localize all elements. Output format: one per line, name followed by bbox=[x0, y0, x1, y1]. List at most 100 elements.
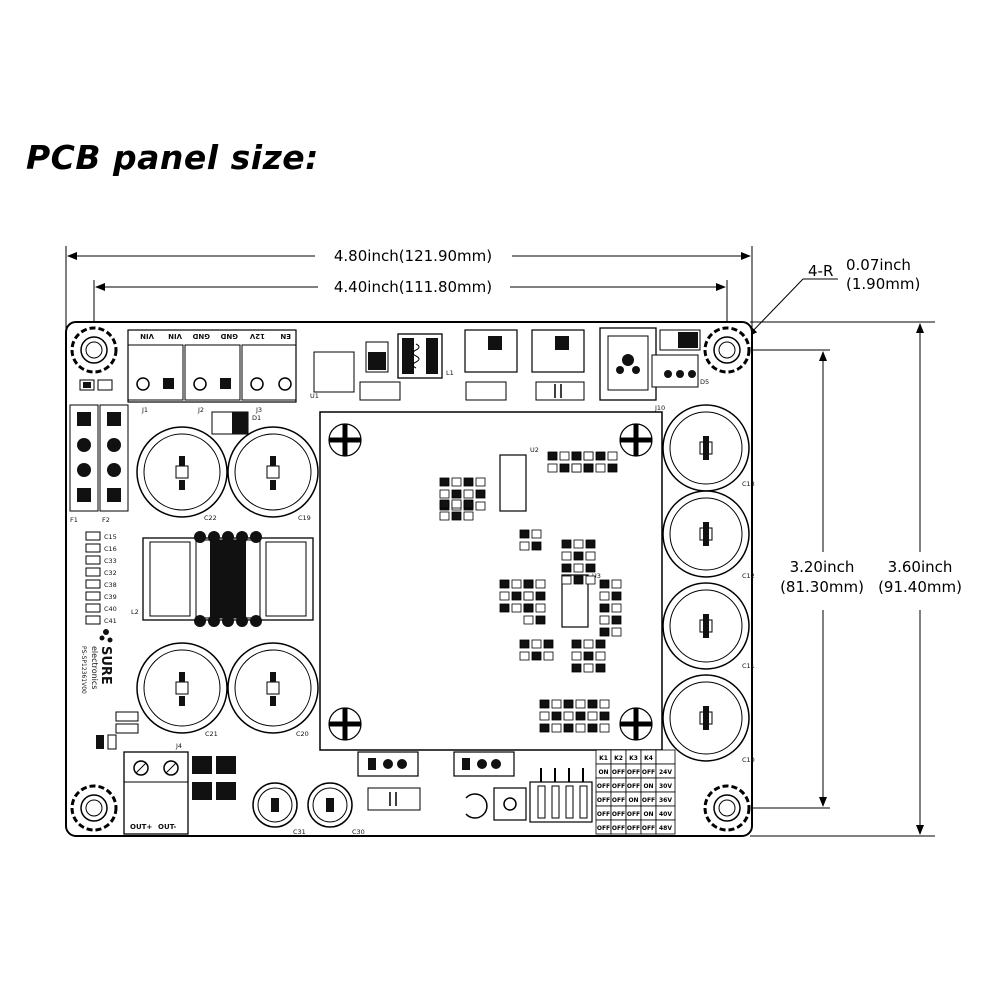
smd-pad bbox=[595, 651, 606, 661]
terminal-label-12v: 12V bbox=[249, 332, 265, 340]
smd-pad bbox=[561, 563, 572, 573]
smd-pad bbox=[571, 463, 582, 473]
switch-table-text: K2 bbox=[614, 755, 623, 762]
corner-radius-leader bbox=[747, 278, 804, 337]
smd-pad bbox=[543, 651, 554, 661]
switch-table-text: OFF bbox=[627, 825, 640, 832]
smd-pad bbox=[585, 563, 596, 573]
smd-pad bbox=[439, 477, 450, 487]
cap-c20 bbox=[227, 642, 319, 734]
smd-pad bbox=[607, 463, 618, 473]
outer-width-label: 4.80inch(121.90mm) bbox=[334, 247, 492, 265]
label-j10: J10 bbox=[654, 404, 665, 412]
cap-c10 bbox=[662, 674, 750, 762]
smd-pad bbox=[573, 563, 584, 573]
cap-c11 bbox=[662, 582, 750, 670]
switch-table-cell bbox=[655, 819, 676, 835]
smd-pad bbox=[571, 451, 582, 461]
label-f2: F2 bbox=[102, 516, 110, 524]
smd-pad bbox=[583, 663, 594, 673]
corner-label: 4-R bbox=[808, 262, 833, 280]
label-c16: C16 bbox=[104, 545, 117, 553]
smd-pad bbox=[583, 651, 594, 661]
label-c10: C10 bbox=[742, 756, 755, 764]
smd-pad bbox=[439, 499, 450, 509]
fuse-f1 bbox=[69, 404, 99, 512]
switch-table-text: OFF bbox=[642, 797, 655, 804]
smd-pad bbox=[523, 603, 534, 613]
label-u1: U1 bbox=[310, 392, 319, 400]
smd-pad bbox=[587, 699, 598, 709]
switch-table-text: 30V bbox=[659, 783, 672, 790]
smd-pad bbox=[611, 591, 622, 601]
smd-pad bbox=[539, 723, 550, 733]
label-c39: C39 bbox=[104, 593, 117, 601]
smd-pad bbox=[583, 463, 594, 473]
smd-pad bbox=[511, 603, 522, 613]
smd-pad bbox=[463, 511, 474, 521]
smd-pad bbox=[559, 463, 570, 473]
smd-pad bbox=[475, 477, 486, 487]
left-cap-column bbox=[85, 531, 101, 625]
smd-pad bbox=[451, 477, 462, 487]
smd-pad bbox=[599, 723, 610, 733]
smd-pad bbox=[475, 489, 486, 499]
smd-pad bbox=[451, 511, 462, 521]
smd-pad bbox=[583, 639, 594, 649]
outer-height-mm: (91.40mm) bbox=[878, 578, 962, 596]
smd-pad bbox=[475, 501, 486, 511]
smd-pad bbox=[583, 451, 594, 461]
smd-pad bbox=[543, 639, 554, 649]
smd-pad bbox=[599, 615, 610, 625]
smd-pad bbox=[573, 551, 584, 561]
smd-component-grid bbox=[439, 451, 622, 733]
smd-pad bbox=[551, 711, 562, 721]
label-j1: J1 bbox=[141, 406, 148, 414]
smd-pad bbox=[575, 711, 586, 721]
switch-table-text: 40V bbox=[659, 811, 672, 818]
smd-pad bbox=[599, 591, 610, 601]
smd-pad bbox=[571, 639, 582, 649]
smd-pad bbox=[551, 723, 562, 733]
switch-table-text: ON bbox=[643, 783, 653, 790]
smd-pad bbox=[535, 579, 546, 589]
smd-pad bbox=[519, 651, 530, 661]
inductor-l2 bbox=[142, 531, 314, 627]
smd-pad bbox=[551, 699, 562, 709]
label-d1: D1 bbox=[252, 414, 261, 422]
smd-pad bbox=[611, 615, 622, 625]
smd-pad bbox=[511, 579, 522, 589]
smd-pad bbox=[573, 539, 584, 549]
smd-pad bbox=[439, 489, 450, 499]
switch-table-text: OFF bbox=[597, 825, 610, 832]
smd-pad bbox=[535, 615, 546, 625]
switch-table-text: OFF bbox=[612, 825, 625, 832]
switch-table-text: K3 bbox=[629, 755, 638, 762]
switch-table-text: ON bbox=[598, 769, 608, 776]
switch-table-text: K4 bbox=[644, 755, 653, 762]
label-l1: L1 bbox=[446, 369, 454, 377]
label-f1: F1 bbox=[70, 516, 78, 524]
ic-u1 bbox=[313, 351, 355, 393]
smd-pad bbox=[587, 711, 598, 721]
switch-table-text: OFF bbox=[612, 769, 625, 776]
label-c32: C32 bbox=[104, 569, 117, 577]
smd-pad bbox=[547, 463, 558, 473]
smd-pad bbox=[519, 541, 530, 551]
label-out-plus: OUT+ bbox=[130, 823, 152, 831]
smd-pad bbox=[451, 489, 462, 499]
smd-pad bbox=[439, 511, 450, 521]
smd-pad bbox=[575, 699, 586, 709]
smd-pad bbox=[499, 603, 510, 613]
smd-pad bbox=[611, 627, 622, 637]
terminal-label-vin2: VIN bbox=[168, 332, 182, 340]
trim-pot bbox=[493, 787, 527, 821]
smd-pad bbox=[499, 591, 510, 601]
mounting-hole-tl bbox=[70, 326, 118, 374]
label-d5: D5 bbox=[700, 378, 709, 386]
smd-pad bbox=[523, 591, 534, 601]
switch-table-cell bbox=[655, 749, 676, 765]
hole-height-mm: (81.30mm) bbox=[780, 578, 864, 596]
smd-pad bbox=[499, 579, 510, 589]
smd-pad bbox=[563, 711, 574, 721]
